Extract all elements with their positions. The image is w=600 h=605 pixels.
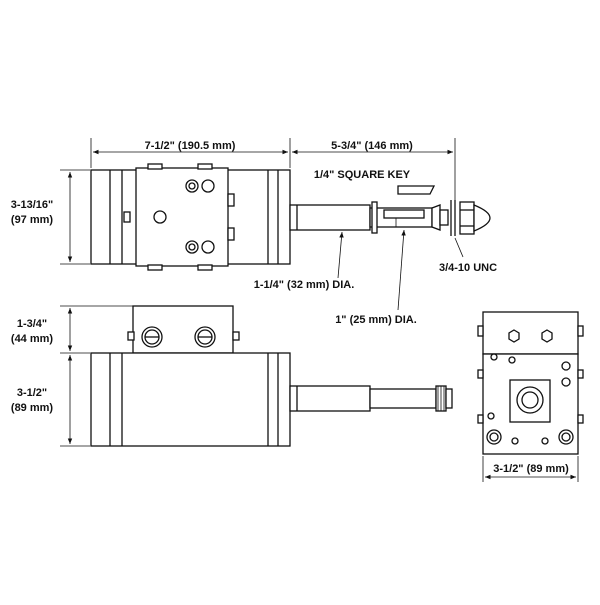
body-length-label: 7-1/2" (190.5 mm) [145, 140, 236, 152]
side-height-label-1: 3-1/2" [17, 387, 47, 399]
cap-height-label-1: 1-3/4" [17, 318, 47, 330]
body-height-label-1: 3-13/16" [11, 199, 54, 211]
shaft-dia-large-label: 1-1/4" (32 mm) DIA. [254, 279, 355, 291]
end-view: 3-1/2" (89 mm) [477, 311, 584, 482]
body-height-label-2: (97 mm) [11, 214, 54, 226]
shaft-length-label: 5-3/4" (146 mm) [331, 140, 413, 152]
thread-label: 3/4-10 UNC [439, 262, 497, 274]
top-view: 7-1/2" (190.5 mm) 5-3/4" (146 mm) 3-13/1… [11, 138, 497, 326]
side-view: 1-3/4" (44 mm) 3-1/2" (89 mm) [11, 305, 453, 447]
shaft-dia-small-label: 1" (25 mm) DIA. [335, 314, 417, 326]
end-width-label: 3-1/2" (89 mm) [493, 463, 569, 475]
square-key-label: 1/4" SQUARE KEY [314, 169, 411, 181]
side-height-label-2: (89 mm) [11, 402, 54, 414]
cap-height-label-2: (44 mm) [11, 333, 54, 345]
